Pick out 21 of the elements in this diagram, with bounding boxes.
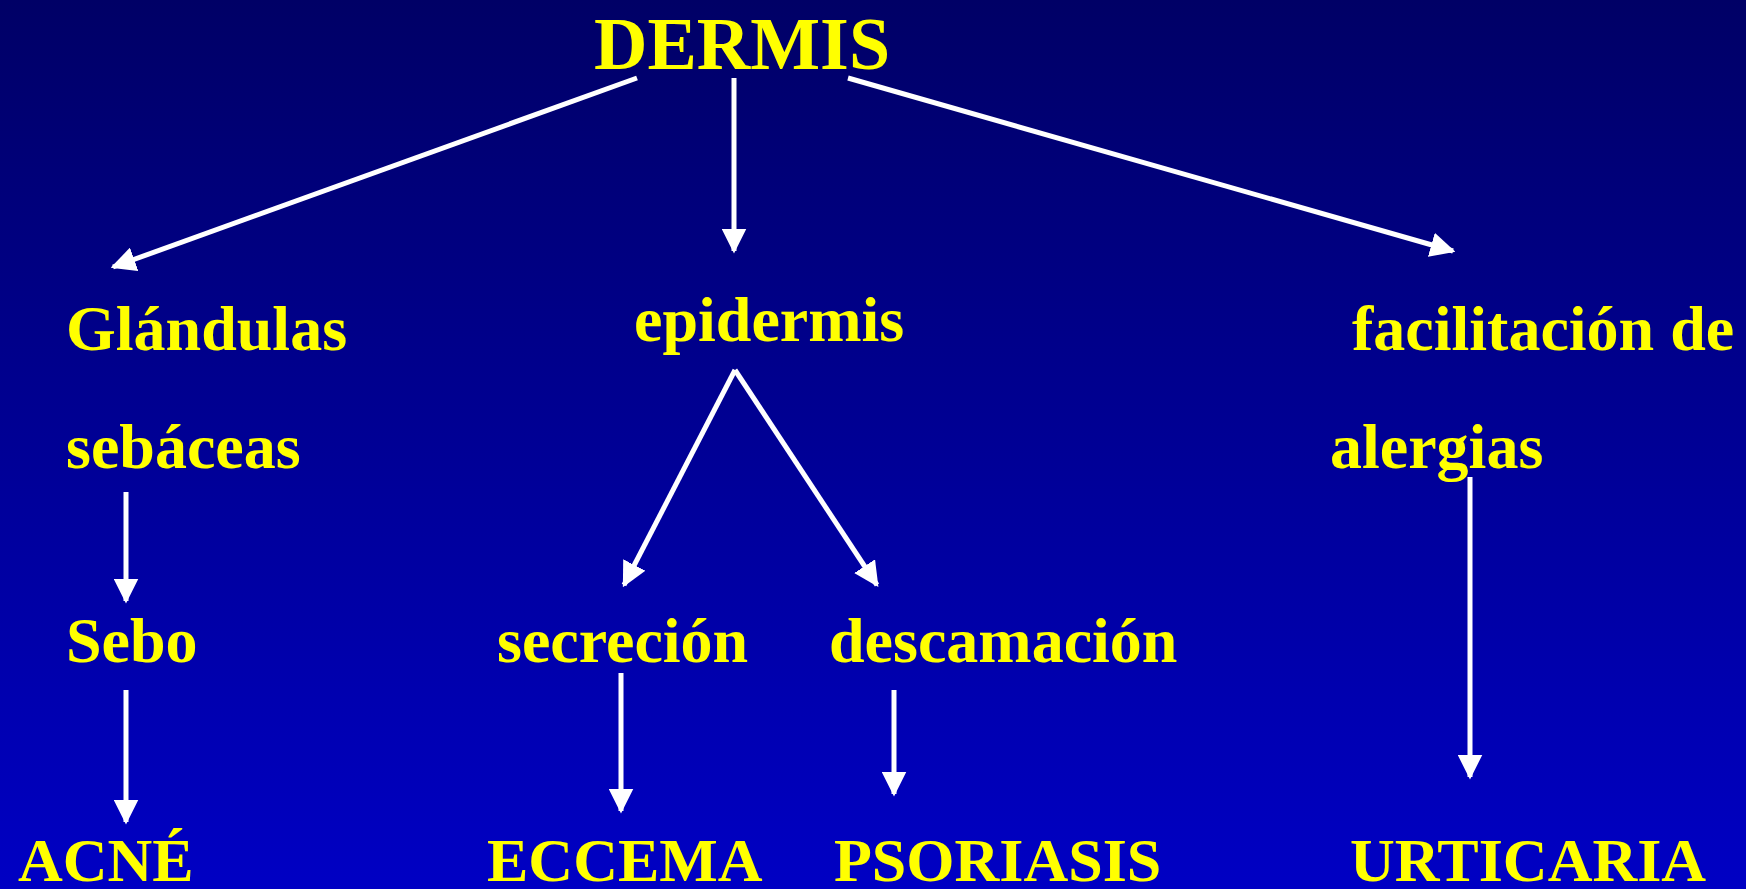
node-label: facilitación de alergias	[1330, 270, 1744, 507]
node-label: URTICARIA	[1350, 823, 1730, 889]
arrow	[847, 75, 1456, 257]
arrow	[881, 690, 907, 797]
node-label: epidermis	[634, 282, 954, 359]
node-label: ECCEMA	[487, 823, 787, 889]
arrow	[732, 368, 880, 588]
arrow	[721, 78, 747, 254]
arrow	[608, 673, 634, 814]
node-label: Glándulas sebáceas	[66, 270, 396, 507]
node-label: ACNÉ	[18, 823, 258, 889]
node-label: PSORIASIS	[834, 823, 1194, 889]
arrow	[113, 492, 139, 604]
arrow	[621, 368, 738, 588]
node-label: DERMIS	[594, 0, 914, 89]
node-label: descamación	[829, 603, 1209, 680]
node-label: secreción	[497, 603, 797, 680]
arrow	[110, 75, 638, 272]
arrow	[113, 690, 139, 825]
node-label: Sebo	[66, 603, 266, 680]
arrow	[1457, 477, 1483, 780]
